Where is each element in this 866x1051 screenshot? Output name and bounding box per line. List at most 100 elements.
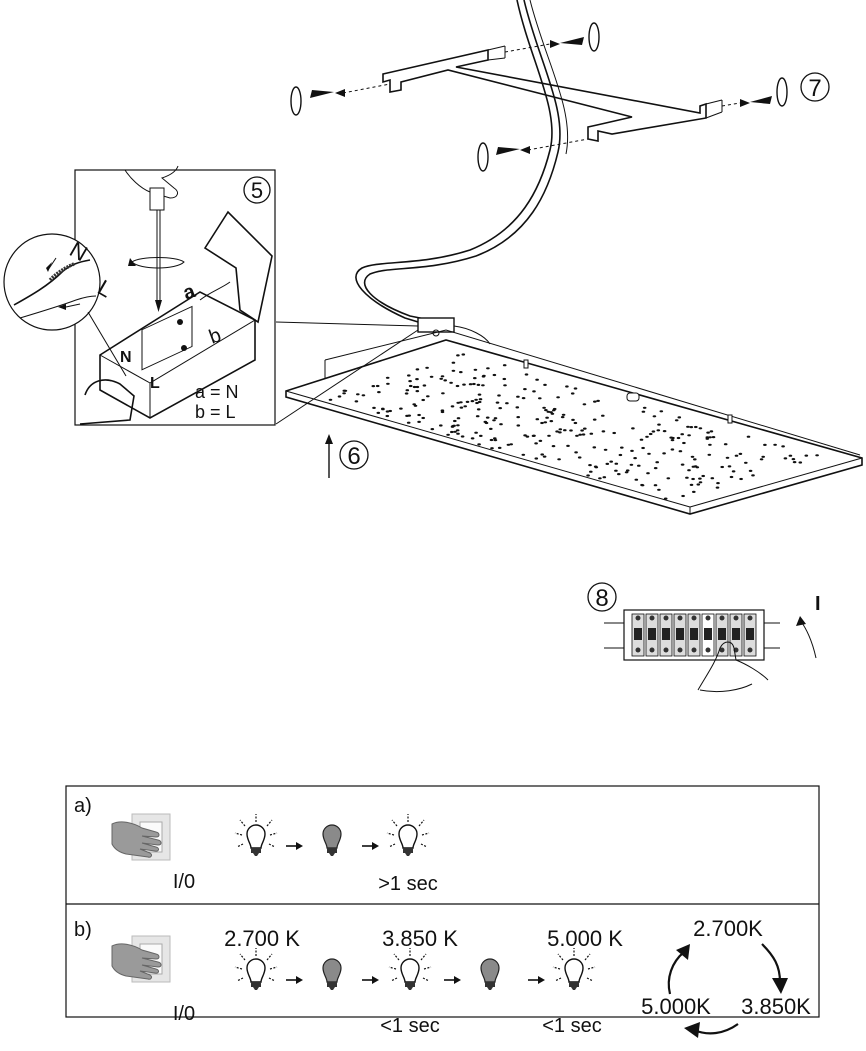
led-dot <box>708 443 712 446</box>
led-dot <box>538 439 543 442</box>
led-dot <box>417 420 421 423</box>
led-dot <box>361 394 366 397</box>
led-dot <box>405 389 410 392</box>
led-dot <box>694 425 698 429</box>
led-dot <box>465 400 470 403</box>
led-dot <box>440 410 445 414</box>
led-dot <box>408 384 413 388</box>
led-dot <box>446 433 450 436</box>
breaker-toggle <box>746 628 754 640</box>
led-dot <box>725 456 730 459</box>
led-dot <box>343 389 348 392</box>
led-dot <box>646 472 650 475</box>
breaker-screw <box>705 615 711 621</box>
led-dot <box>429 375 434 378</box>
screw-bottom <box>477 138 589 172</box>
led-dot <box>482 374 486 377</box>
led-dot <box>701 474 705 478</box>
led-dot <box>558 431 562 434</box>
led-dot <box>663 497 668 500</box>
led-dot <box>691 477 695 481</box>
led-dot <box>502 377 507 381</box>
cycle-5000: 5.000K <box>641 994 711 1019</box>
led-dot <box>618 453 623 457</box>
led-dot <box>677 416 682 419</box>
led-dot <box>371 385 376 388</box>
row-b: b) I/0 2.700 K 3.850 K 5.000 K <1 sec <1… <box>74 916 811 1038</box>
breaker-screw <box>747 615 753 621</box>
led-dot <box>524 373 529 376</box>
led-dot <box>455 384 460 388</box>
led-dot <box>575 434 579 437</box>
led-dot <box>486 367 490 370</box>
row-b-switch-label: I/0 <box>173 1003 195 1025</box>
led-dot <box>452 424 456 427</box>
panel-led-dots <box>328 353 819 500</box>
row-a-switch-label: I/0 <box>173 871 195 893</box>
breaker-screw <box>677 647 683 653</box>
led-dot <box>461 353 466 356</box>
led-dot <box>720 465 724 469</box>
led-dot <box>492 419 496 422</box>
led-dot <box>577 456 582 459</box>
led-dot <box>614 462 619 465</box>
led-dot <box>535 378 539 381</box>
led-dot <box>456 432 460 435</box>
led-dot <box>583 427 587 430</box>
led-dot <box>624 471 629 474</box>
led-dot <box>593 465 598 468</box>
led-dot <box>746 435 751 438</box>
led-dot <box>620 446 624 449</box>
led-dot <box>532 390 536 393</box>
breaker-toggle <box>676 628 684 640</box>
breaker-toggle <box>648 628 656 640</box>
led-dot <box>475 415 480 418</box>
led-dot <box>456 401 461 404</box>
led-dot <box>407 374 411 377</box>
led-dot <box>676 436 681 440</box>
led-dot <box>534 442 538 445</box>
led-dot <box>734 454 739 457</box>
led-dot <box>474 398 478 401</box>
led-dot <box>687 434 691 437</box>
led-dot <box>516 416 520 419</box>
led-dot <box>804 454 809 457</box>
led-dot <box>603 448 608 451</box>
led-dot <box>705 437 710 440</box>
breaker-screw <box>677 615 683 621</box>
led-dot <box>629 463 634 466</box>
breaker-toggle <box>690 628 698 640</box>
led-dot <box>406 421 411 424</box>
led-dot <box>483 420 488 423</box>
led-dot <box>593 400 597 403</box>
led-dot <box>372 406 376 409</box>
led-dot <box>549 420 554 423</box>
led-dot <box>479 434 483 437</box>
led-dot <box>540 421 544 425</box>
led-dot <box>781 445 785 448</box>
led-dot <box>662 430 667 433</box>
breaker-on-symbol: I <box>815 593 821 615</box>
led-dot <box>592 418 597 421</box>
led-dot <box>456 424 460 427</box>
led-dot <box>598 477 602 480</box>
led-dot <box>642 406 647 409</box>
screw-left <box>290 83 391 116</box>
breaker-toggle <box>704 628 712 640</box>
led-dot <box>534 457 539 460</box>
led-dot <box>451 369 456 372</box>
led-dot <box>473 377 477 380</box>
led-dot <box>377 391 381 394</box>
led-dot <box>669 436 673 439</box>
led-dot <box>763 443 767 446</box>
led-dot <box>421 398 426 402</box>
led-dot <box>477 393 482 396</box>
breaker-screw <box>691 647 697 653</box>
led-dot <box>509 443 513 446</box>
led-dot <box>630 449 634 452</box>
led-dot <box>460 435 465 438</box>
led-dot <box>439 424 443 427</box>
led-dot <box>601 414 605 417</box>
led-dot <box>489 427 493 430</box>
led-dot <box>502 364 507 367</box>
